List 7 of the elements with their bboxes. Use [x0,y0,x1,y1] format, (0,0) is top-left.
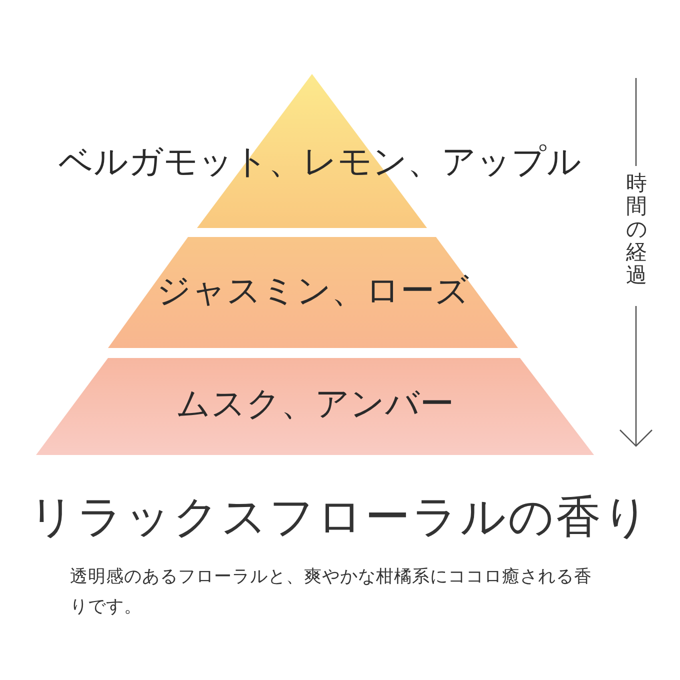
pyramid-tier [34,358,596,456]
tier-label: ベルガモット、レモン、アップル [58,142,582,182]
title: リラックスフローラルの香り [28,490,652,544]
caption: 透明感のあるフローラルと、爽やかな柑橘系にココロ癒される香りです。 [70,566,593,619]
time-label: 時間の経過 [626,172,647,288]
tier-label: ムスク、アンバー [175,384,455,424]
tier-label: ジャスミン、ローズ [156,271,470,311]
